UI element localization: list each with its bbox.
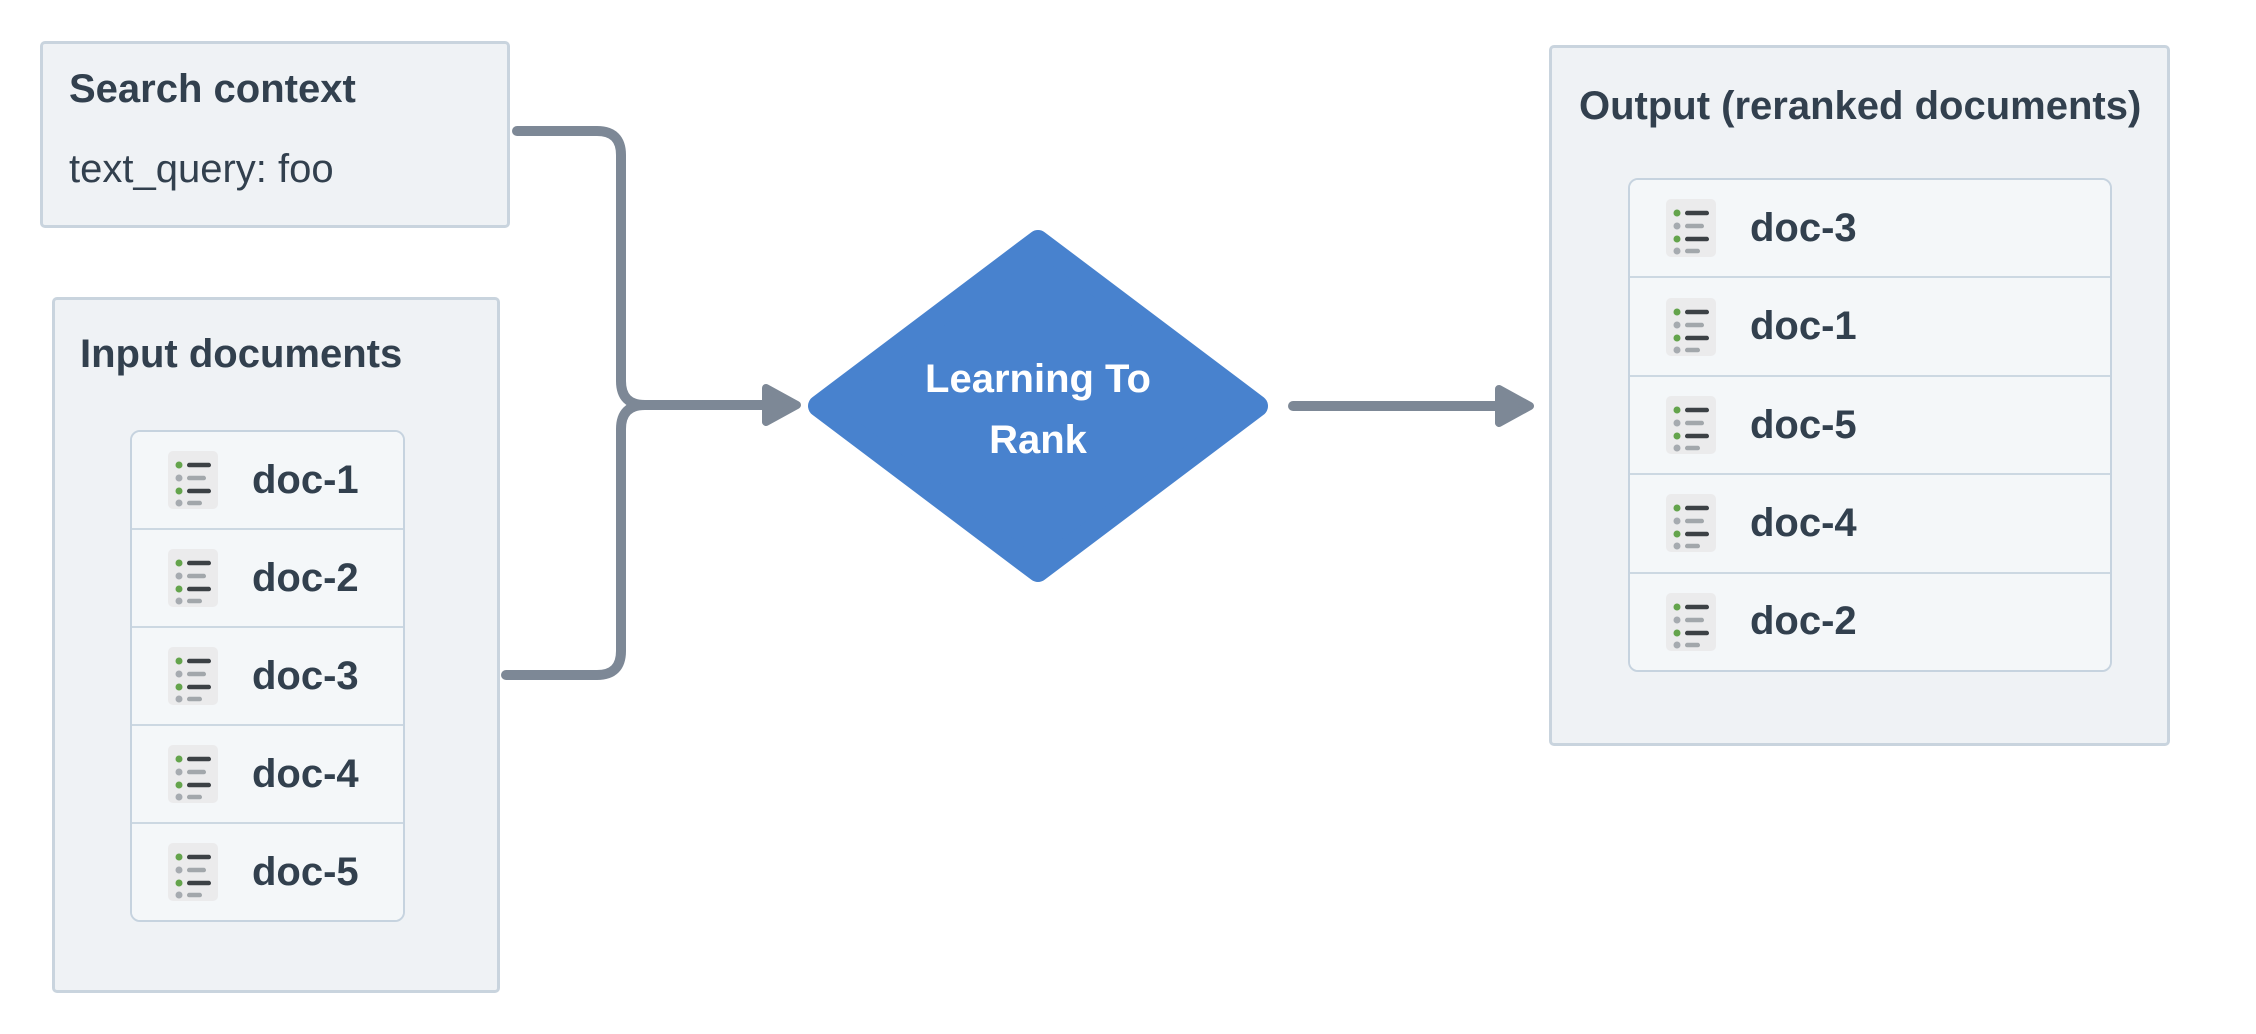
- list-icon: [168, 745, 218, 803]
- list-icon: [168, 451, 218, 509]
- doc-item: doc-5: [1630, 374, 2110, 474]
- search-context-box: Search context text_query: foo: [40, 41, 510, 228]
- input-documents-box: Input documents doc-1 doc-2 doc-3 doc-4 …: [52, 297, 500, 993]
- doc-item: doc-1: [132, 432, 403, 528]
- doc-item: doc-3: [1630, 180, 2110, 277]
- list-icon: [1666, 592, 1716, 651]
- doc-label: doc-2: [1750, 599, 1857, 644]
- doc-label: doc-4: [252, 751, 359, 796]
- doc-item: doc-2: [132, 528, 403, 626]
- doc-label: doc-1: [252, 457, 359, 502]
- output-documents-box: Output (reranked documents) doc-3 doc-1 …: [1549, 45, 2170, 746]
- doc-label: doc-3: [1750, 205, 1857, 250]
- list-icon: [1666, 494, 1716, 553]
- list-icon: [168, 647, 218, 705]
- learning-to-rank-label-line2: Rank: [989, 418, 1088, 462]
- list-icon: [168, 549, 218, 607]
- doc-label: doc-1: [1750, 304, 1857, 349]
- doc-label: doc-3: [252, 653, 359, 698]
- input-documents-list: doc-1 doc-2 doc-3 doc-4 doc-5: [130, 430, 405, 922]
- doc-item: doc-5: [132, 822, 403, 920]
- arrow-from-input-documents: [501, 400, 705, 680]
- doc-item: doc-4: [1630, 473, 2110, 572]
- list-icon: [1666, 297, 1716, 356]
- arrow-from-search-context: [512, 126, 771, 410]
- learning-to-rank-node: [808, 230, 1268, 582]
- search-context-title: Search context: [69, 67, 356, 111]
- doc-item: doc-2: [1630, 571, 2110, 670]
- learning-to-rank-label-line1: Learning To: [925, 357, 1151, 401]
- doc-label: doc-4: [1750, 500, 1857, 545]
- doc-label: doc-5: [252, 849, 359, 894]
- doc-item: doc-1: [1630, 276, 2110, 375]
- input-documents-title: Input documents: [80, 332, 403, 376]
- doc-item: doc-3: [132, 626, 403, 724]
- doc-item: doc-4: [132, 724, 403, 822]
- list-icon: [168, 843, 218, 901]
- arrowhead-into-diamond: [762, 384, 801, 426]
- arrowhead-into-output: [1495, 385, 1534, 427]
- list-icon: [1666, 396, 1716, 455]
- search-context-query: text_query: foo: [69, 147, 334, 191]
- doc-label: doc-2: [252, 555, 359, 600]
- list-icon: [1666, 199, 1716, 258]
- doc-label: doc-5: [1750, 402, 1857, 447]
- output-documents-title: Output (reranked documents): [1579, 84, 2142, 128]
- output-documents-list: doc-3 doc-1 doc-5 doc-4 doc-2: [1628, 178, 2112, 672]
